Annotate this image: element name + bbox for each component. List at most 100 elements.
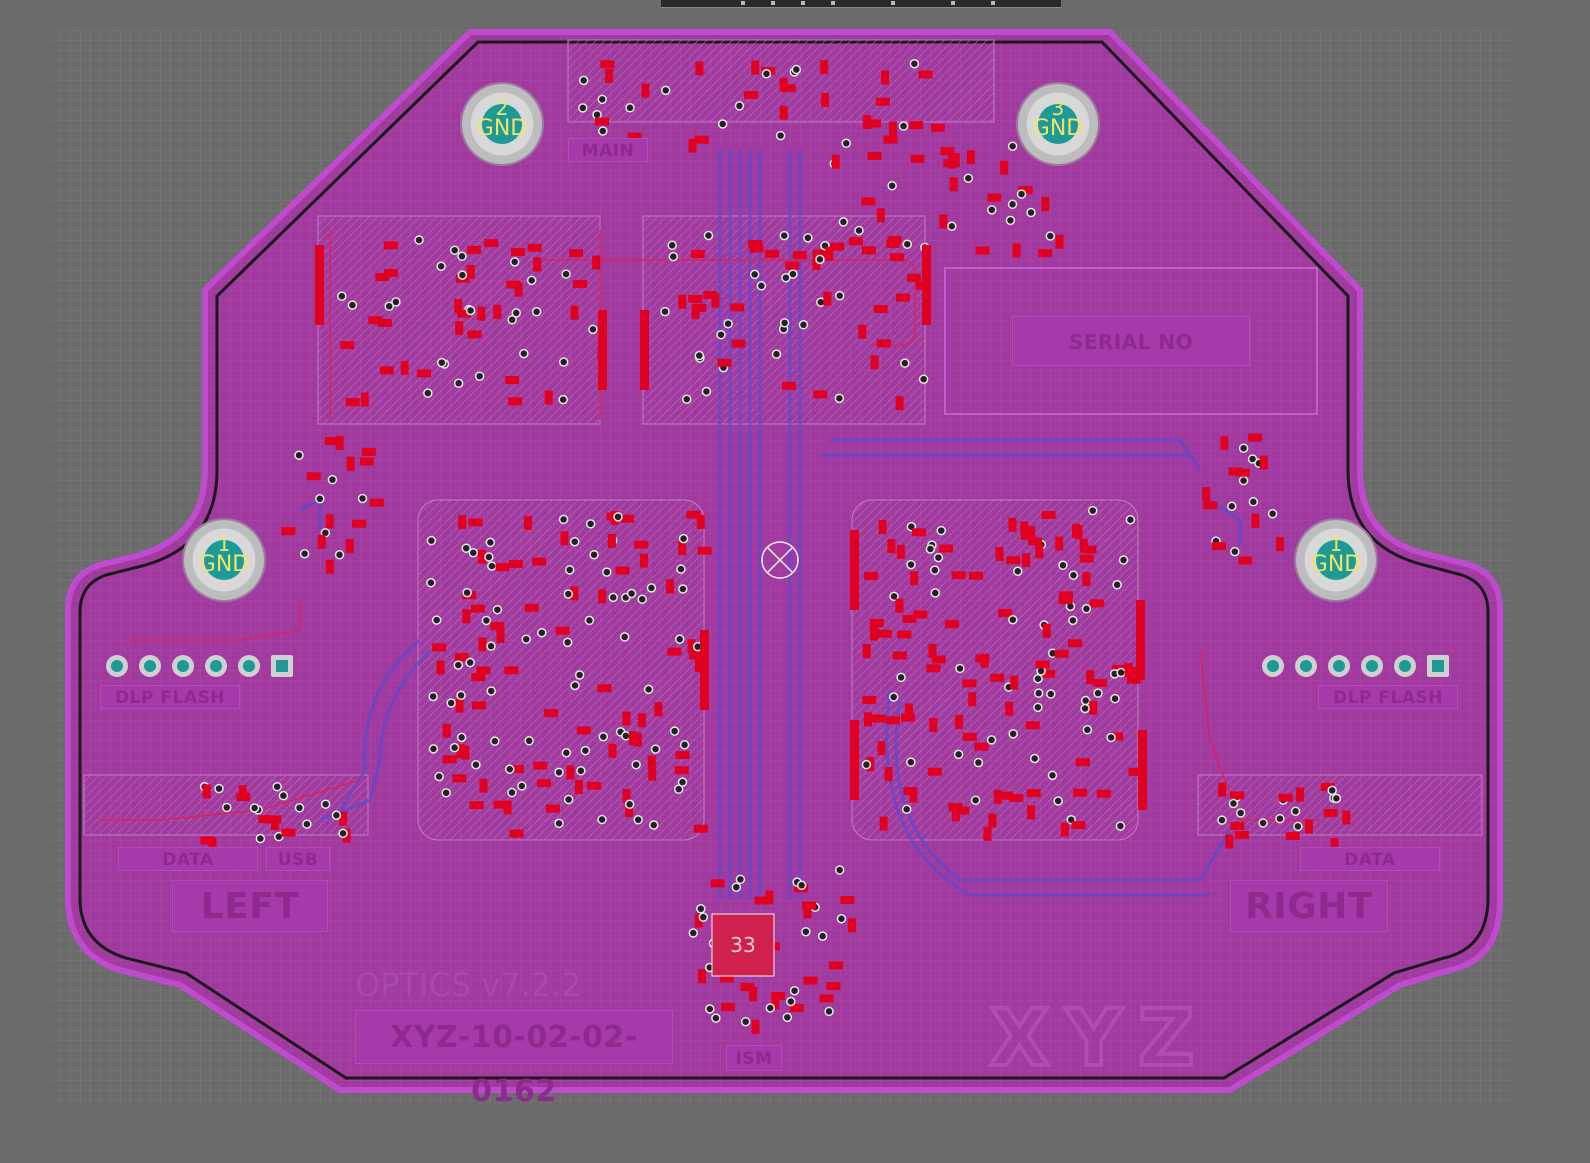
smd-pad <box>820 60 829 75</box>
smd-pad <box>831 154 840 169</box>
via <box>765 1003 776 1013</box>
smd-pad <box>909 788 918 803</box>
smd-pad <box>641 83 650 98</box>
via <box>1033 688 1044 698</box>
via <box>1118 555 1129 565</box>
smd-pad <box>998 608 1013 617</box>
smd-pad <box>545 804 560 813</box>
via <box>803 233 813 243</box>
via <box>578 75 589 86</box>
smd-pad <box>830 242 845 251</box>
smd-pad <box>503 800 512 815</box>
via <box>453 660 464 670</box>
via <box>589 549 599 560</box>
via <box>592 109 602 120</box>
smd-pad <box>1012 243 1021 258</box>
via <box>492 604 503 615</box>
smd-pad <box>639 553 648 568</box>
connector-strip <box>640 310 649 390</box>
smd-pad <box>527 243 542 252</box>
dlp-flash-label-left: DLP FLASH <box>100 685 240 709</box>
smd-pad <box>813 390 828 399</box>
smd-pad <box>694 657 703 672</box>
smd-pad <box>504 666 519 675</box>
smd-pad <box>895 396 904 411</box>
via <box>909 58 920 69</box>
via <box>320 799 331 809</box>
gnd-hole-2[interactable]: 2 GND <box>462 84 542 164</box>
smd-pad <box>625 803 634 818</box>
smd-pad <box>416 369 431 378</box>
via <box>681 394 692 404</box>
smd-pad <box>1022 553 1031 568</box>
smd-pad <box>1059 591 1074 600</box>
smd-pad <box>867 151 882 160</box>
smd-pad <box>1096 789 1111 798</box>
smd-pad <box>1296 787 1305 802</box>
smd-pad <box>637 713 646 728</box>
gnd-hole-3[interactable]: 3 GND <box>1018 84 1098 164</box>
via <box>576 766 586 776</box>
smd-pad <box>962 679 977 688</box>
smd-pad <box>744 90 759 99</box>
smd-pad <box>469 801 484 810</box>
via <box>474 371 485 381</box>
via <box>357 493 368 504</box>
toolbar-strip[interactable] <box>661 0 1061 8</box>
via <box>490 736 500 746</box>
via <box>437 357 447 368</box>
gnd-hole-1-right[interactable]: 1 GND <box>1296 520 1376 600</box>
gnd-hole-1-right-label: GND <box>1310 552 1362 577</box>
smd-pad <box>470 604 485 613</box>
smd-pad <box>468 518 483 527</box>
smd-pad <box>667 647 682 656</box>
smd-pad <box>902 614 917 623</box>
via <box>735 874 746 885</box>
smd-pad <box>471 673 486 682</box>
smd-pad <box>697 546 712 555</box>
serial-number-label: SERIAL NO <box>1012 316 1250 366</box>
via <box>462 587 472 598</box>
smd-pad <box>765 890 774 905</box>
via <box>1230 546 1240 557</box>
smd-pad <box>848 237 863 246</box>
smd-pad <box>607 533 616 548</box>
smd-pad <box>1075 758 1090 767</box>
dlp-flash-header-right[interactable] <box>1262 655 1449 677</box>
ism-chip[interactable] <box>711 913 775 977</box>
smd-pad <box>819 994 834 1003</box>
via <box>597 94 607 105</box>
via <box>817 931 828 941</box>
smd-pad <box>886 716 901 725</box>
smd-pad <box>490 622 505 631</box>
smd-pad <box>983 826 992 841</box>
via <box>900 358 910 368</box>
via <box>391 297 401 307</box>
smd-pad <box>597 684 612 693</box>
smd-pad <box>696 514 705 529</box>
smd-pad <box>939 544 954 553</box>
gnd-hole-3-label: GND <box>1032 116 1084 141</box>
via <box>678 584 688 594</box>
via <box>519 348 529 359</box>
via <box>660 306 670 317</box>
gnd-hole-1-left[interactable]: 1 GND <box>184 520 264 600</box>
via <box>791 64 802 75</box>
via <box>578 103 588 113</box>
smd-pad <box>861 197 876 206</box>
smd-pad <box>969 571 984 580</box>
via <box>602 567 612 577</box>
smd-pad <box>1220 436 1229 451</box>
usb-label-left: USB <box>266 847 330 871</box>
via <box>517 781 527 791</box>
smd-pad <box>1228 467 1243 476</box>
smd-pad <box>324 437 339 446</box>
via <box>854 225 864 236</box>
via <box>703 230 714 241</box>
smd-pad <box>339 811 348 826</box>
component-pads[interactable] <box>199 58 1351 1034</box>
via <box>584 615 595 626</box>
dlp-flash-header-left[interactable] <box>106 655 293 677</box>
via <box>970 795 981 805</box>
